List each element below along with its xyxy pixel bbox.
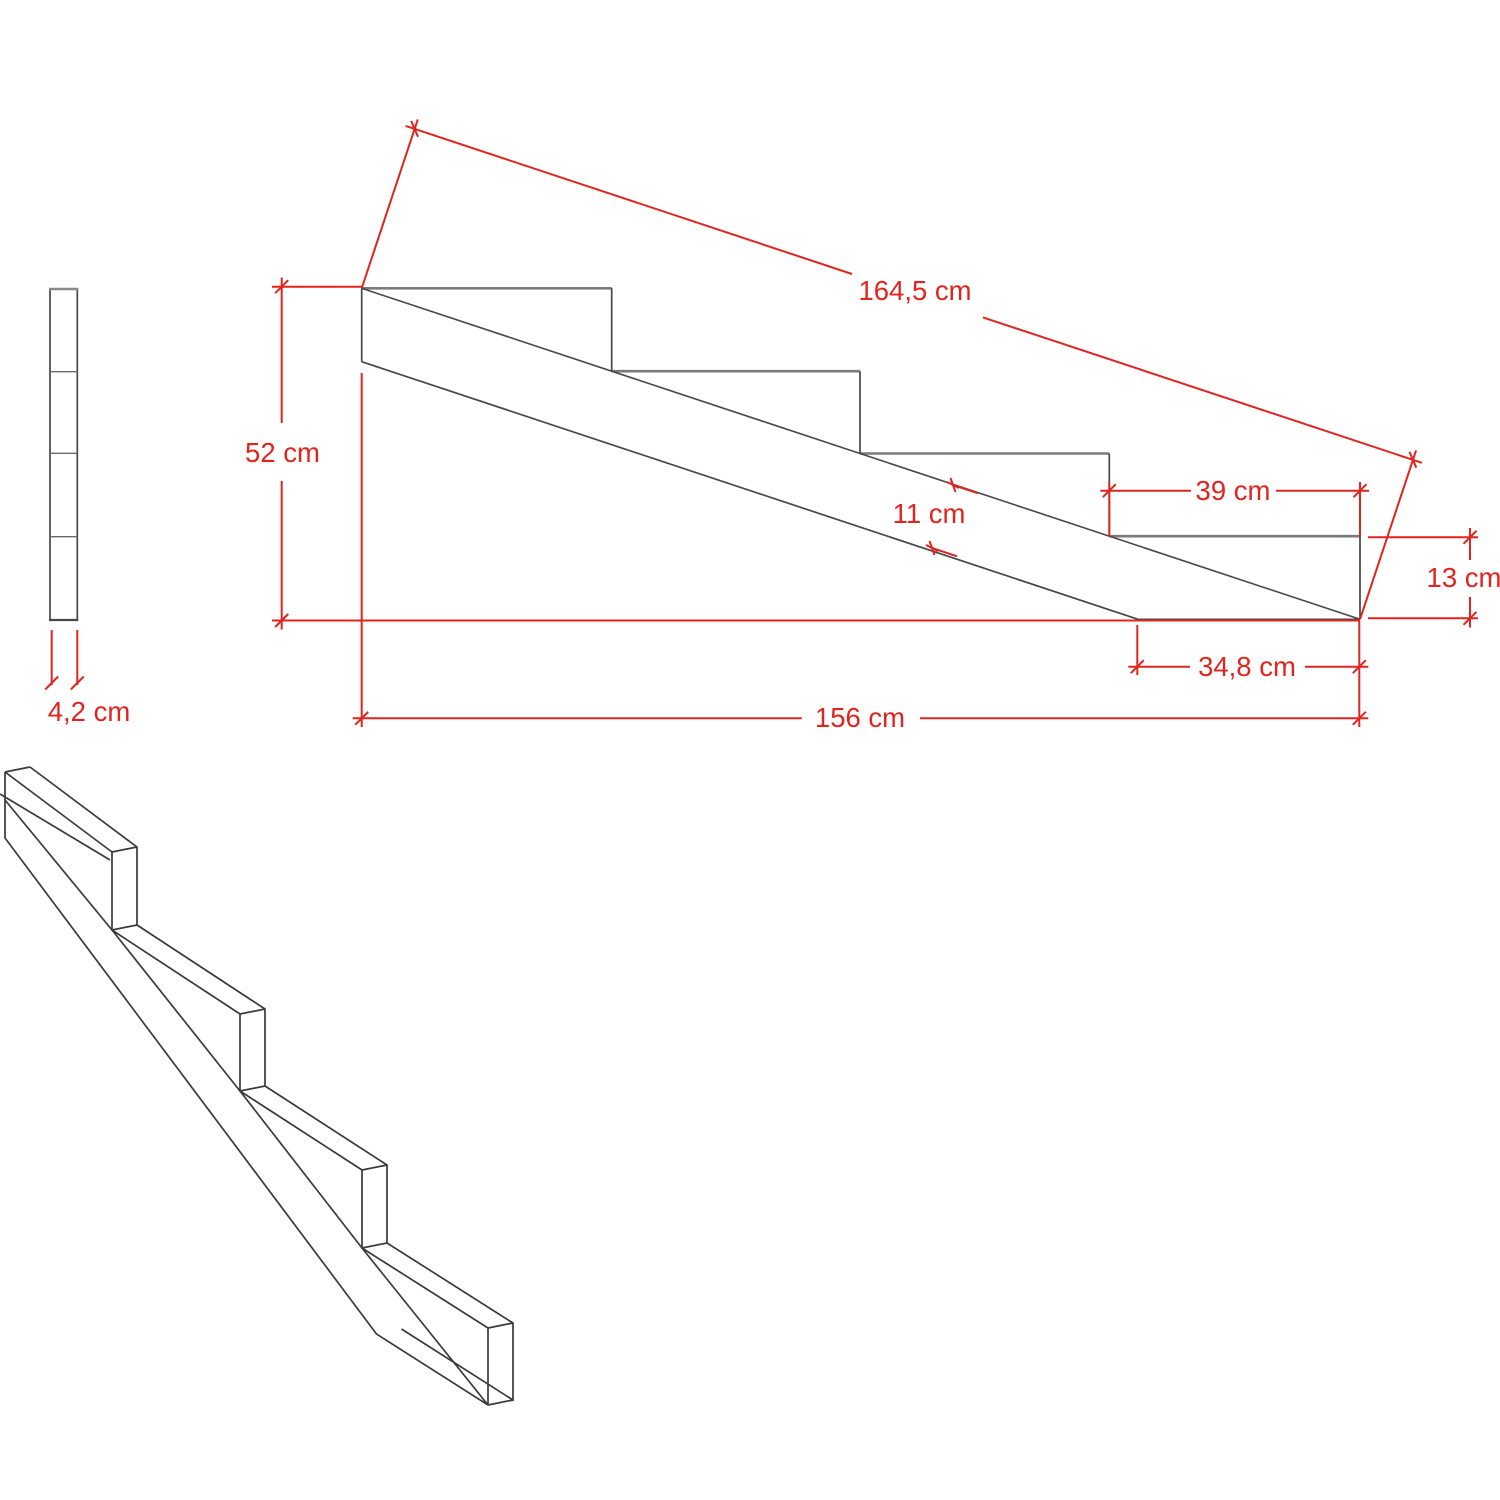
side-bottom-diagonal — [361, 360, 1139, 621]
dim-width-tail1 — [952, 484, 979, 495]
dim-tread-tick-left — [1102, 483, 1117, 498]
iso-conn-nose-2 — [239, 1008, 266, 1015]
dim-end-tick-top — [1462, 530, 1478, 545]
dim-label-stringer-width: 11 cm — [893, 498, 966, 529]
front-view — [49, 287, 79, 622]
dim-slope-tick-right — [1408, 451, 1418, 469]
dim-label-slope-length: 164,5 cm — [858, 275, 971, 306]
dim-total-run — [352, 373, 1369, 727]
dim-width-tail2 — [931, 547, 958, 558]
dim-thick-tick-right — [70, 675, 85, 691]
iso-front-bottom-edge — [4, 772, 489, 1406]
dim-run-tick-right — [1352, 711, 1367, 726]
iso-conn-valley-2 — [239, 1085, 266, 1092]
dimensions — [44, 119, 1478, 727]
dim-tread-tick-right — [1352, 483, 1368, 498]
dim-slope-ext-left — [360, 119, 419, 289]
dim-slope-line-b — [982, 316, 1423, 464]
dim-end-tick-bottom — [1462, 611, 1478, 626]
iso-diagonal-1 — [4, 799, 113, 931]
side-inner-diagonal — [361, 287, 1361, 621]
front-view-plate-outline — [49, 288, 79, 621]
dim-label-bottom-offset: 34,8 cm — [1198, 651, 1296, 682]
iso-conn-nose-3 — [361, 1164, 388, 1171]
iso-diagonal-4 — [361, 1247, 489, 1406]
dim-label-total-run: 156 cm — [815, 702, 905, 733]
dim-height-tick-top — [274, 279, 289, 294]
dim-slope-line-a — [405, 124, 853, 275]
iso-diagonal-2 — [111, 929, 241, 1092]
dim-label-total-height: 52 cm — [245, 437, 320, 468]
dim-total-height — [272, 277, 1360, 630]
iso-tread1-back-edge — [0, 793, 111, 861]
iso-view — [0, 766, 514, 1406]
dim-run-tick-left — [354, 711, 369, 726]
dim-tread-depth — [1100, 482, 1369, 537]
dim-end-height — [1368, 528, 1478, 628]
iso-conn-end-top — [487, 1322, 514, 1329]
dimension-labels: 164,5 cm 52 cm 11 cm 39 cm 13 cm 34,8 cm… — [48, 275, 1500, 733]
iso-front-zigzag — [4, 771, 489, 1405]
dim-stringer-width — [925, 477, 979, 558]
dim-thick-tick-left — [44, 675, 59, 691]
dim-offset-tick-right — [1352, 659, 1367, 674]
side-view — [360, 286, 1361, 621]
dim-slope-ext-right — [1359, 450, 1418, 620]
iso-back-zigzag — [29, 766, 514, 1402]
iso-conn-valley-1 — [111, 924, 138, 931]
dim-label-end-height: 13 cm — [1427, 562, 1500, 593]
dim-slope-tick-left — [410, 120, 419, 138]
iso-conn-valley-3 — [361, 1242, 388, 1249]
iso-diagonal-3 — [239, 1090, 363, 1249]
dim-label-plate-thickness: 4,2 cm — [48, 696, 131, 727]
dim-plate-thickness — [44, 630, 85, 691]
dim-offset-tick-left — [1130, 659, 1145, 674]
dim-bottom-offset — [1128, 625, 1369, 675]
dim-label-tread-depth: 39 cm — [1196, 475, 1271, 506]
iso-conn-end-bottom — [487, 1399, 514, 1406]
dim-slope-length — [360, 119, 1423, 620]
iso-conn-tip — [4, 766, 31, 773]
iso-conn-nose-1 — [111, 846, 138, 853]
